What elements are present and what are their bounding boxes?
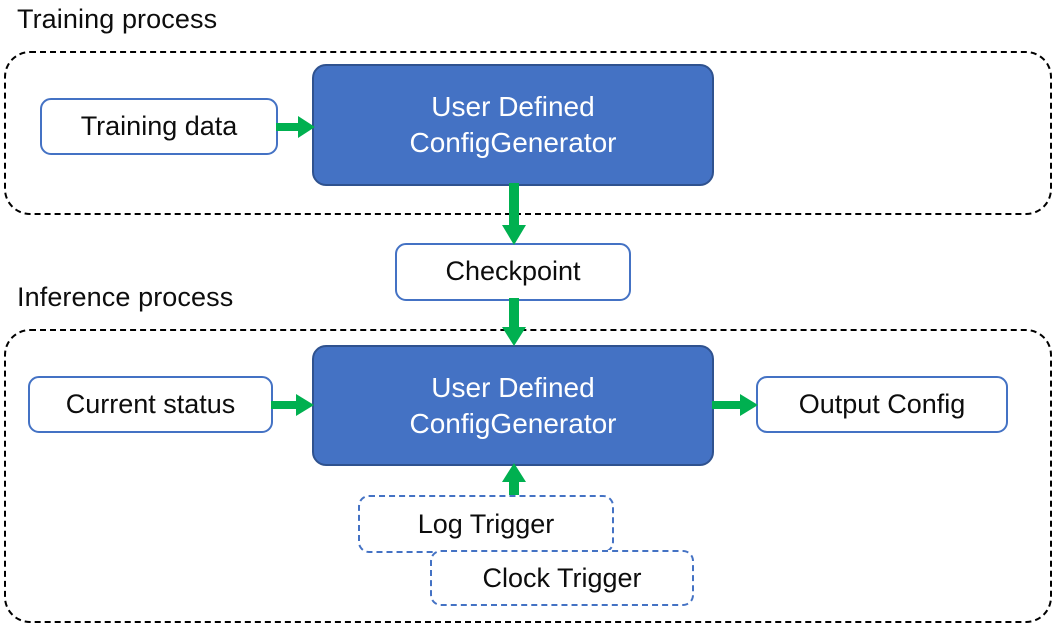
training-config-generator-label-line2: ConfigGenerator [409,127,617,158]
training-process-container [4,51,1052,215]
current-status-node[interactable]: Current status [28,376,273,433]
inference-config-generator-node[interactable]: User Defined ConfigGenerator [312,345,714,466]
output-config-node[interactable]: Output Config [756,376,1008,433]
output-config-label: Output Config [798,388,966,419]
current-status-label: Current status [65,388,236,419]
arrow-right-current-status-to-generator-icon [271,394,314,416]
training-config-generator-label-line1: User Defined [431,91,595,122]
inference-process-title: Inference process [17,282,234,312]
checkpoint-label: Checkpoint [445,256,581,287]
arrow-right-generator-to-output-config-icon [712,394,758,416]
training-data-node[interactable]: Training data [40,98,278,155]
inference-config-generator-label-line1: User Defined [431,371,595,403]
inference-config-generator-label-line2: ConfigGenerator [409,407,617,439]
inference-process-container [4,329,1052,623]
arrow-right-training-data-to-generator-icon [276,116,315,138]
training-process-title: Training process [17,4,218,34]
clock-trigger-node[interactable]: Clock Trigger [430,550,694,606]
clock-trigger-label: Clock Trigger [482,562,642,593]
checkpoint-node[interactable]: Checkpoint [395,243,631,301]
log-trigger-label: Log Trigger [417,508,555,539]
training-data-label: Training data [80,110,238,141]
arrow-down-checkpoint-to-generator-icon [502,298,526,346]
log-trigger-node[interactable]: Log Trigger [358,495,614,553]
arrow-down-generator-to-checkpoint-icon [502,183,526,245]
training-config-generator-node[interactable]: User Defined ConfigGenerator [312,64,714,186]
arrow-up-triggers-to-generator-icon [502,463,526,505]
